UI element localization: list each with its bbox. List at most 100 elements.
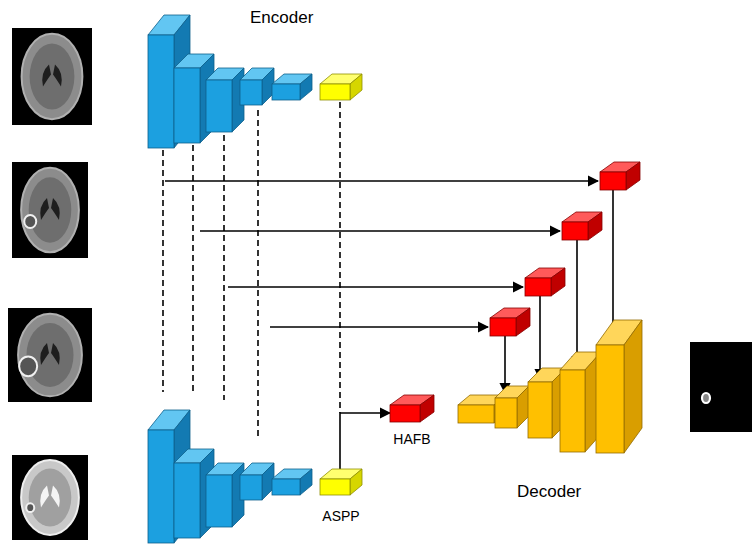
box-side-face	[516, 308, 530, 336]
box-side-face	[300, 469, 312, 495]
aspp-block: ASPP	[320, 469, 362, 524]
box-front-face	[174, 463, 200, 538]
feature-arrow	[612, 190, 614, 342]
ventricle	[51, 486, 60, 508]
encoder-block	[240, 68, 274, 105]
box-front-face	[600, 172, 626, 190]
box-side-face	[517, 386, 529, 428]
box-front-face	[206, 475, 232, 527]
decoder-block	[596, 320, 642, 453]
segmentation-output	[690, 342, 752, 432]
block-3d	[320, 469, 362, 495]
decoder-block	[495, 386, 529, 428]
feature-arrow	[504, 336, 506, 393]
box-front-face	[560, 370, 585, 452]
tumor-region	[26, 503, 34, 512]
encoder-block	[240, 463, 274, 500]
brain-outline	[22, 34, 83, 119]
skip-dashed-line	[339, 102, 341, 413]
slice-background	[8, 308, 92, 402]
box-side-face	[626, 162, 640, 190]
box-front-face	[272, 479, 300, 495]
ventricle	[51, 343, 60, 365]
box-side-face	[588, 212, 602, 240]
box-front-face	[528, 382, 552, 438]
box-front-face	[320, 84, 350, 100]
hafb-block	[525, 268, 565, 296]
hafb-block	[600, 162, 640, 190]
box-side-face	[350, 469, 362, 495]
box-front-face	[390, 405, 420, 422]
ventricle	[40, 198, 49, 220]
feature-arrow	[165, 180, 598, 182]
aspp-block	[320, 74, 362, 100]
brain-tissue	[29, 177, 72, 242]
box-front-face	[206, 80, 232, 132]
box-front-face	[240, 80, 262, 105]
feature-arrow	[200, 230, 560, 232]
skip-dashed-line	[192, 145, 194, 392]
box-front-face	[458, 405, 494, 423]
feature-arrow	[539, 296, 541, 379]
box-front-face	[562, 222, 588, 240]
section-title: Decoder	[517, 482, 581, 502]
block-shape	[390, 395, 434, 422]
hafb-block	[490, 308, 530, 336]
box-side-face	[624, 320, 642, 453]
slice-background	[12, 455, 88, 540]
brain-outline	[18, 314, 82, 397]
ventricle	[40, 343, 49, 365]
box-front-face	[490, 318, 516, 336]
mri-slice	[12, 455, 88, 540]
block-3d	[390, 395, 434, 422]
box-front-face	[174, 68, 200, 143]
encoder-block	[206, 68, 244, 132]
brain-tissue	[30, 44, 75, 110]
box-side-face	[300, 74, 312, 100]
tumor-mask	[702, 393, 710, 403]
encoder-block	[272, 74, 312, 100]
box-front-face	[495, 398, 517, 428]
skip-dashed-line	[223, 135, 225, 400]
brain-tissue	[26, 323, 73, 387]
slice-background	[12, 28, 92, 125]
box-side-face	[350, 74, 362, 100]
encoder-block	[272, 469, 312, 495]
mri-slice	[12, 162, 88, 258]
mri-slice	[8, 308, 92, 402]
tumor-region	[19, 356, 37, 376]
box-front-face	[525, 278, 551, 296]
feature-arrow	[270, 326, 488, 328]
block-shape	[320, 469, 362, 495]
block-label: HAFB	[393, 431, 430, 447]
box-side-face	[420, 395, 434, 422]
box-front-face	[320, 479, 350, 495]
feature-arrow	[576, 240, 578, 366]
decoder-block	[560, 352, 601, 452]
box-side-face	[551, 268, 565, 296]
skip-dashed-line	[257, 110, 259, 440]
feature-arrow	[340, 413, 390, 469]
ventricle	[40, 486, 49, 508]
ventricle	[51, 198, 60, 220]
box-front-face	[148, 430, 174, 543]
box-front-face	[596, 345, 624, 453]
hafb-block	[562, 212, 602, 240]
skip-dashed-line	[162, 150, 164, 392]
section-title: Encoder	[250, 8, 313, 28]
box-front-face	[240, 475, 262, 500]
ventricle	[53, 65, 62, 87]
encoder-block	[206, 463, 244, 527]
brain-outline	[21, 168, 79, 252]
mri-slice	[12, 28, 92, 125]
output-background	[690, 342, 752, 432]
slice-background	[12, 162, 88, 258]
brain-tissue	[29, 469, 72, 527]
ventricle	[42, 65, 51, 87]
feature-arrow	[228, 286, 523, 288]
brain-outline	[21, 460, 79, 535]
tumor-region	[24, 215, 36, 228]
